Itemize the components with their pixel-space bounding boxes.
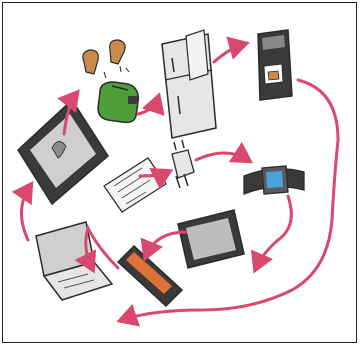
arrow-toaster-to-fridge	[138, 98, 158, 114]
tablet-small-icon	[178, 210, 244, 268]
smart-plug-icon	[172, 140, 194, 188]
laptop-icon	[36, 222, 112, 300]
arrow-laptop-to-tablet	[21, 186, 30, 240]
arrow-plug-to-watch	[196, 153, 248, 160]
circuit-board-icon	[104, 158, 166, 212]
smartphone-icon	[118, 246, 182, 306]
arrow-fridge-to-coffee	[214, 44, 244, 62]
tablet-icon	[18, 100, 108, 204]
coffee-machine-icon	[258, 30, 292, 100]
bread-icon	[83, 40, 129, 78]
arrow-watch-to-tablet	[256, 196, 291, 268]
fridge-icon	[162, 30, 216, 138]
smartwatch-icon	[244, 166, 304, 194]
toaster-icon	[98, 82, 138, 122]
